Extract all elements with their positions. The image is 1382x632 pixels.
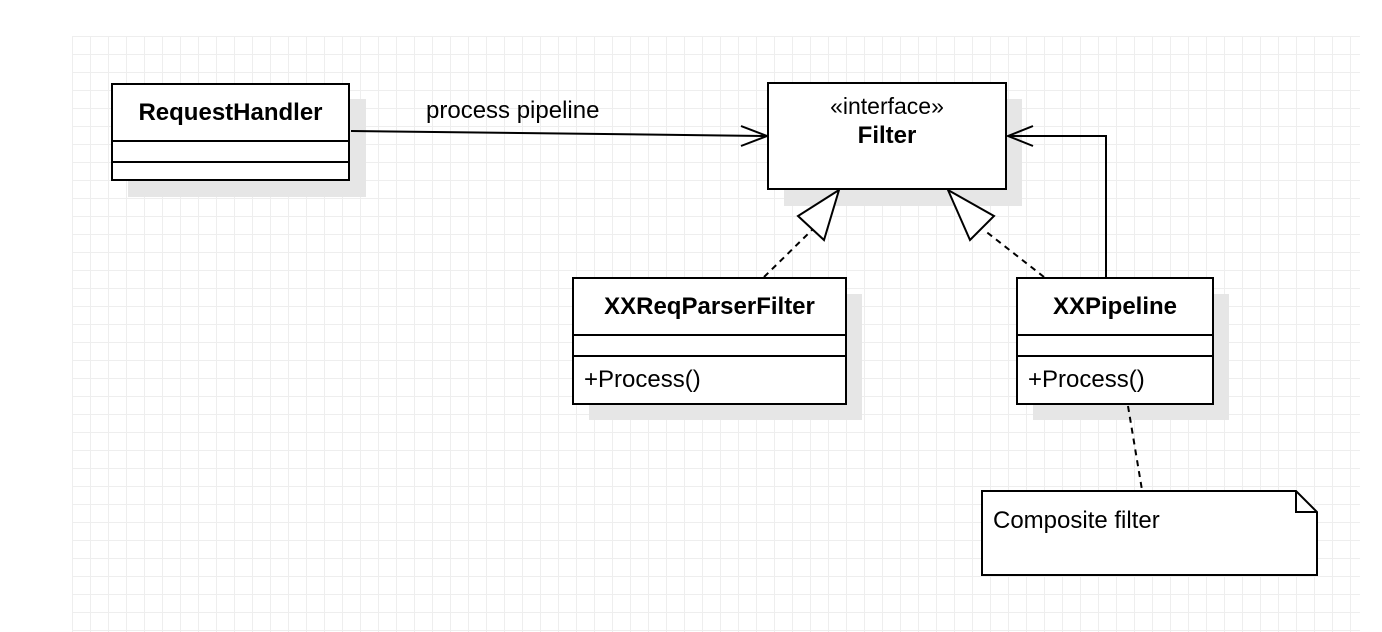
- class-name: RequestHandler: [113, 85, 348, 142]
- class-pipeline[interactable]: XXPipeline +Process(): [1016, 277, 1214, 405]
- realization-line-right: [983, 229, 1045, 278]
- class-req-parser-filter[interactable]: XXReqParserFilter +Process(): [572, 277, 847, 405]
- note-text: Composite filter: [993, 507, 1160, 534]
- realization-triangle-right: [945, 187, 996, 242]
- interface-name: Filter: [857, 122, 917, 149]
- interface-filter[interactable]: «interface» Filter: [767, 82, 1007, 190]
- operations-compartment: [113, 163, 348, 179]
- realization-line-left: [763, 229, 813, 278]
- class-name: XXReqParserFilter: [574, 279, 845, 336]
- class-name: XXPipeline: [1018, 279, 1212, 336]
- attributes-compartment: [113, 142, 348, 163]
- association-line: [350, 130, 768, 137]
- realization-triangle-left: [796, 187, 841, 242]
- note-anchor-line: [1127, 405, 1143, 491]
- note-fold: [1295, 491, 1317, 513]
- attributes-compartment: [574, 336, 845, 357]
- class-request-handler[interactable]: RequestHandler: [111, 83, 350, 181]
- stereotype-label: «interface»: [830, 93, 944, 119]
- operation-label: +Process(): [584, 366, 701, 393]
- composite-arrowhead: [1005, 125, 1034, 147]
- composite-link-line: [1008, 135, 1107, 277]
- attributes-compartment: [1018, 336, 1212, 357]
- operation-label: +Process(): [1028, 366, 1145, 393]
- association-label: process pipeline: [426, 97, 600, 124]
- note-shape: [981, 490, 1318, 576]
